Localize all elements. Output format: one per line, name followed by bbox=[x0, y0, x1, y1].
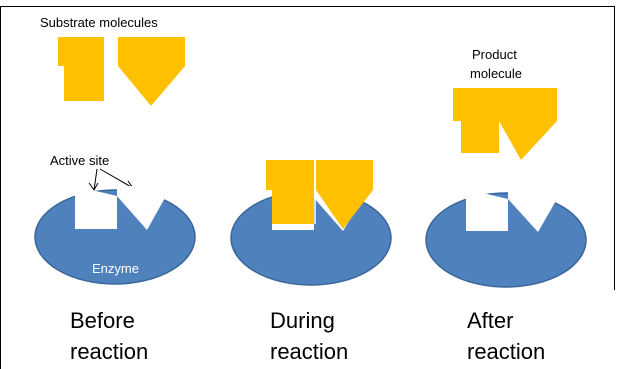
product-label-line1: Product bbox=[472, 47, 517, 62]
caption-after-line2: reaction bbox=[467, 339, 545, 364]
substrate-molecule-right bbox=[118, 37, 185, 106]
substrate-molecules-label: Substrate molecules bbox=[40, 15, 158, 30]
product-molecule bbox=[453, 88, 557, 160]
enzyme-after bbox=[425, 189, 587, 288]
product-label-line2: molecule bbox=[470, 66, 522, 81]
caption-during-line1: During bbox=[270, 308, 335, 333]
bound-substrate-right bbox=[316, 160, 373, 229]
substrate-molecule-left bbox=[58, 37, 104, 101]
active-site-label: Active site bbox=[50, 153, 109, 168]
enzyme-during bbox=[230, 160, 392, 286]
enzyme-before bbox=[34, 186, 196, 285]
active-site-notch bbox=[466, 189, 557, 232]
caption-before-line2: reaction bbox=[70, 339, 148, 364]
caption-during-line2: reaction bbox=[270, 339, 348, 364]
enzyme-label: Enzyme bbox=[92, 261, 139, 276]
caption-after-line1: After bbox=[467, 308, 513, 333]
bound-substrate-left bbox=[266, 160, 314, 224]
caption-before-line1: Before bbox=[70, 308, 135, 333]
active-site-arrow-1 bbox=[93, 168, 98, 191]
active-site-notch bbox=[75, 186, 166, 230]
active-site-arrowhead-1 bbox=[88, 182, 99, 191]
active-site-arrow-2 bbox=[99, 168, 134, 189]
